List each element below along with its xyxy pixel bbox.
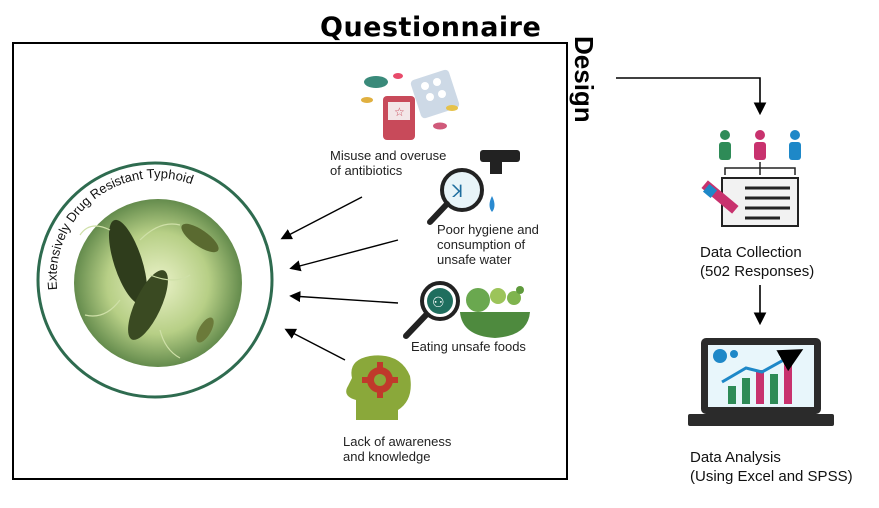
bacteria-illustration [79, 219, 219, 359]
arrow-food [289, 290, 399, 304]
factor-antibiotics-label: Misuse and overuse of antibiotics [330, 148, 447, 178]
svg-text:Design: Design [569, 36, 599, 123]
arrow-antibiotics [280, 196, 363, 240]
pills-icon: ☆ [361, 69, 460, 140]
people-icon [719, 130, 801, 175]
food-bowl-icon: ⚇ [403, 281, 530, 339]
diagram-title-vertical: Design [567, 36, 607, 146]
data-analysis-label: Data Analysis (Using Excel and SPSS) [690, 449, 853, 485]
document-pen-icon [701, 177, 799, 227]
typhoid-circle: Extensively Drug Resistant Typhoid [36, 161, 274, 399]
laptop-chart-icon [688, 338, 834, 426]
design-vertical-text: Design [569, 36, 599, 123]
data-collection-label: Data Collection (502 Responses) [700, 244, 815, 280]
svg-text:ꓘ: ꓘ [451, 182, 463, 201]
svg-text:☆: ☆ [394, 105, 405, 119]
head-gear-icon [346, 355, 411, 420]
svg-text:⚇: ⚇ [432, 294, 445, 310]
factor-food-label: Eating unsafe foods [411, 339, 526, 354]
arrow-design-to-collection [616, 77, 767, 116]
arrow-awareness [284, 328, 346, 361]
faucet-magnifier-icon: ꓘ [427, 150, 520, 225]
diagram-title: Questionnaire [320, 12, 542, 43]
factor-hygiene-label: Poor hygiene and consumption of unsafe w… [437, 222, 539, 267]
factor-awareness-label: Lack of awareness and knowledge [343, 434, 452, 464]
arrow-hygiene [289, 239, 399, 272]
questionnaire-frame [12, 42, 568, 480]
